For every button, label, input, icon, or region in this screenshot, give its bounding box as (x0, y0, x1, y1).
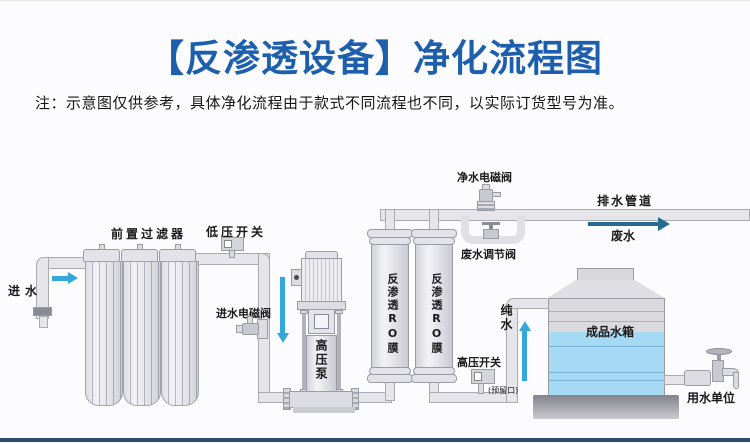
flow-arrow-right-head-icon (68, 272, 78, 284)
tank-line-2 (549, 321, 664, 322)
tank-water-line-1 (549, 346, 664, 347)
waste-arrow-icon (588, 222, 658, 226)
low-pressure-switch-port (224, 240, 232, 248)
waste-regulating-valve-label: 废水调节阀 (461, 248, 516, 261)
inlet-pipe-tip (39, 316, 48, 328)
tank-outlet-pipe (664, 375, 686, 385)
inlet-solenoid-valve-label: 进水电磁阀 (216, 307, 271, 320)
tank-line-1 (549, 311, 664, 312)
pump-base (289, 391, 353, 408)
pump-bolt-tl (300, 310, 308, 314)
tank-lid (546, 280, 666, 299)
disclaimer-note: 注：示意图仅供参考，具体净化流程由于款式不同流程也不同，以实际订货型号为准。 (35, 94, 625, 112)
pump-bolt-tr (335, 310, 343, 314)
membrane1-cap-bot2 (367, 374, 413, 383)
drain-pipe-label: 排水管道 (597, 194, 654, 208)
flow-arrow-down-head-icon (277, 333, 289, 343)
flow-arrow-right-icon (52, 276, 68, 281)
pure-water-solenoid-body (479, 189, 493, 202)
filter1-cartridge (85, 261, 123, 406)
low-pressure-switch-label: 低压开关 (206, 225, 267, 239)
waste-valve-body (483, 229, 499, 239)
inlet-water-label: 进水 (8, 284, 43, 298)
waste-valve-handle (482, 222, 500, 225)
tank-water-line-2 (549, 372, 664, 373)
high-pressure-switch-port (474, 372, 482, 381)
product-water-tank (548, 298, 665, 397)
filter3-cartridge (161, 261, 199, 406)
filter2-cartridge (123, 261, 161, 406)
pure-water-solenoid-valve-label: 净水电磁阀 (457, 171, 512, 184)
pump-base-plate (293, 407, 355, 413)
waste-arrow-head-icon (658, 217, 670, 231)
high-pressure-pump-label: 高压泵 (314, 339, 328, 381)
high-pressure-switch-label: 高压开关 (457, 356, 501, 369)
outlet-coupling (684, 370, 711, 386)
flow-arrow-down-icon (280, 277, 285, 333)
reserved-port-label: (预留口) (488, 386, 519, 395)
pre-filter-label: 前置过滤器 (111, 227, 187, 241)
pure-water-arrow-head-icon (519, 321, 531, 331)
footer-divider (0, 438, 750, 442)
pure-water-solenoid-flange (477, 201, 495, 211)
motor-junction-dot (294, 275, 299, 280)
membrane2-cap-bot2 (411, 374, 457, 383)
ro-membrane-1 (371, 244, 409, 368)
pure-water-solenoid-nub (482, 184, 490, 190)
waste-water-label: 废水 (611, 229, 636, 243)
inlet-solenoid-valve-cap (236, 325, 243, 333)
product-water-tank-label: 成品水箱 (586, 325, 635, 339)
inlet-solenoid-valve-body (242, 323, 259, 335)
waste-valve-stem (489, 224, 493, 230)
waste-bypass-loop-pipe (461, 214, 525, 244)
page-title: 【反渗透设备】净化流程图 (147, 37, 603, 80)
pump-tie-rod-right (337, 313, 341, 391)
faucet-stem (717, 354, 721, 361)
low-pressure-switch-stem (229, 250, 235, 258)
pure-water-arrow-icon (522, 331, 527, 381)
faucet-spout-v (733, 372, 739, 389)
ro-membrane-2-label: 反渗透RO膜 (430, 273, 443, 355)
pure-water-solenoid-arm (492, 192, 501, 197)
ro-membrane-1-label: 反渗透RO膜 (386, 273, 399, 355)
inlet-pipe-coupling (33, 307, 52, 316)
pump-tie-rod-left (302, 313, 306, 391)
motor-body (301, 258, 342, 302)
pure-water-label: 纯水 (499, 304, 513, 332)
tank-base (533, 395, 679, 419)
tank-water-line-3 (549, 380, 664, 381)
pump-lantern-bracket (308, 309, 335, 334)
high-pressure-switch-stem (478, 383, 484, 394)
water-use-unit-label: 用水单位 (687, 391, 736, 405)
ro-membrane-2 (415, 244, 453, 368)
tank-top-knob (577, 268, 634, 281)
pump-barrel (306, 335, 337, 393)
pump-lantern-window (314, 314, 329, 329)
